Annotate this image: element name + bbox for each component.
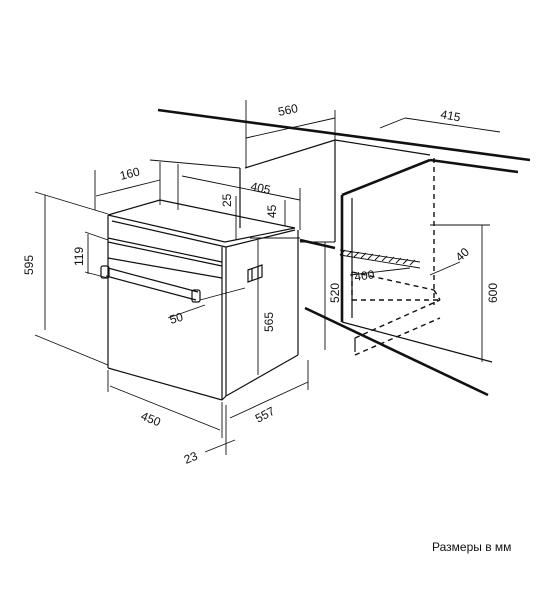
dim-23: 23 [182,449,200,467]
niche-dashed-outline [351,158,441,356]
dim-160: 160 [118,164,141,183]
dim-119: 119 [72,247,86,266]
dim-600: 600 [486,283,500,303]
oven-handle [100,265,201,303]
oven-body [107,199,299,401]
dim-560: 560 [277,101,300,119]
dim-40: 40 [453,245,473,265]
dim-45: 45 [265,204,279,218]
dim-405: 405 [249,179,272,197]
hatched-rail [339,249,421,269]
dim-565: 565 [262,312,276,332]
dim-450: 450 [139,409,163,430]
dim-520: 520 [328,283,342,303]
dim-595: 595 [22,255,36,275]
dim-50: 50 [168,310,185,327]
dim-557: 557 [253,404,278,426]
units-note: Размеры в мм [432,540,512,554]
dim-400: 400 [353,267,375,284]
mounting-bracket [247,264,263,283]
dim-415: 415 [439,107,461,124]
niche-cabinet [299,158,519,397]
dim-25: 25 [220,193,234,207]
cabinet-top [157,108,531,242]
dimension-lines [34,100,501,455]
